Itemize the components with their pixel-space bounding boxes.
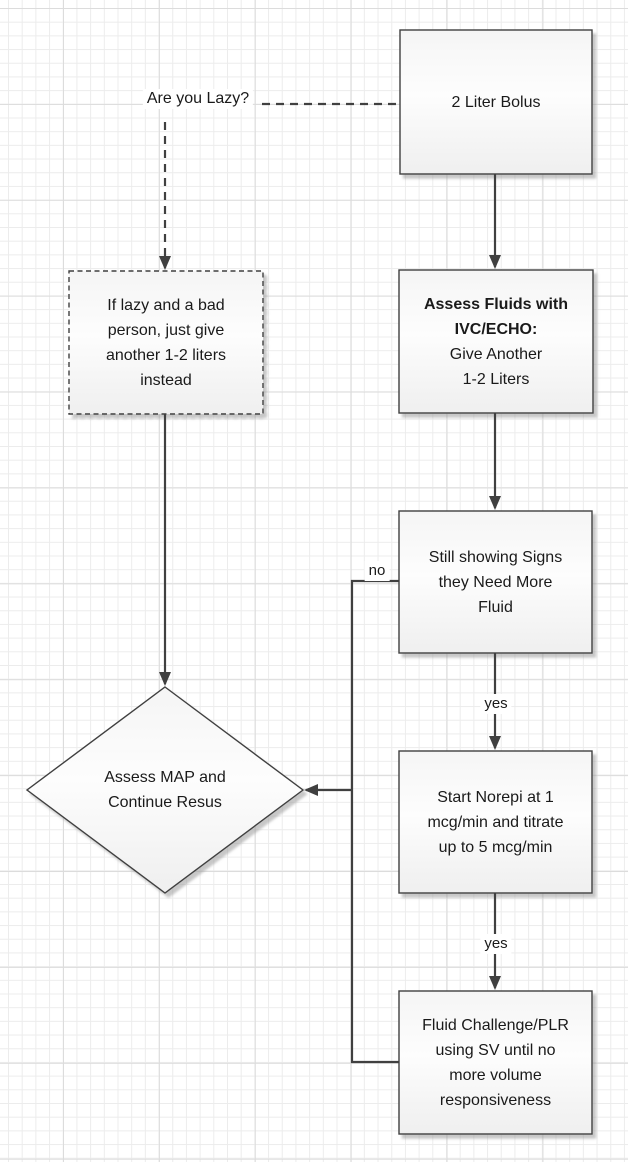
box-2-liter-bolus-shape: [399, 29, 593, 175]
box-lazy-option-shape: [68, 270, 264, 415]
box-start-norepi-shape: [398, 750, 593, 894]
box-still-showing-signs-shape: [398, 510, 593, 654]
edge-label-yes-after-norepi: yes: [480, 934, 512, 954]
edge-label-yes-after-signs: yes: [480, 694, 512, 714]
edge-label-no: no: [364, 561, 390, 581]
box-fluid-challenge-shape: [398, 990, 593, 1135]
edge-no-loop-rail: [350, 579, 399, 1064]
box-assess-fluids-shape: [398, 269, 594, 414]
diamond-assess-map-shape: [25, 686, 305, 894]
edge-label-are-you-lazy: Are you Lazy?: [142, 89, 254, 109]
